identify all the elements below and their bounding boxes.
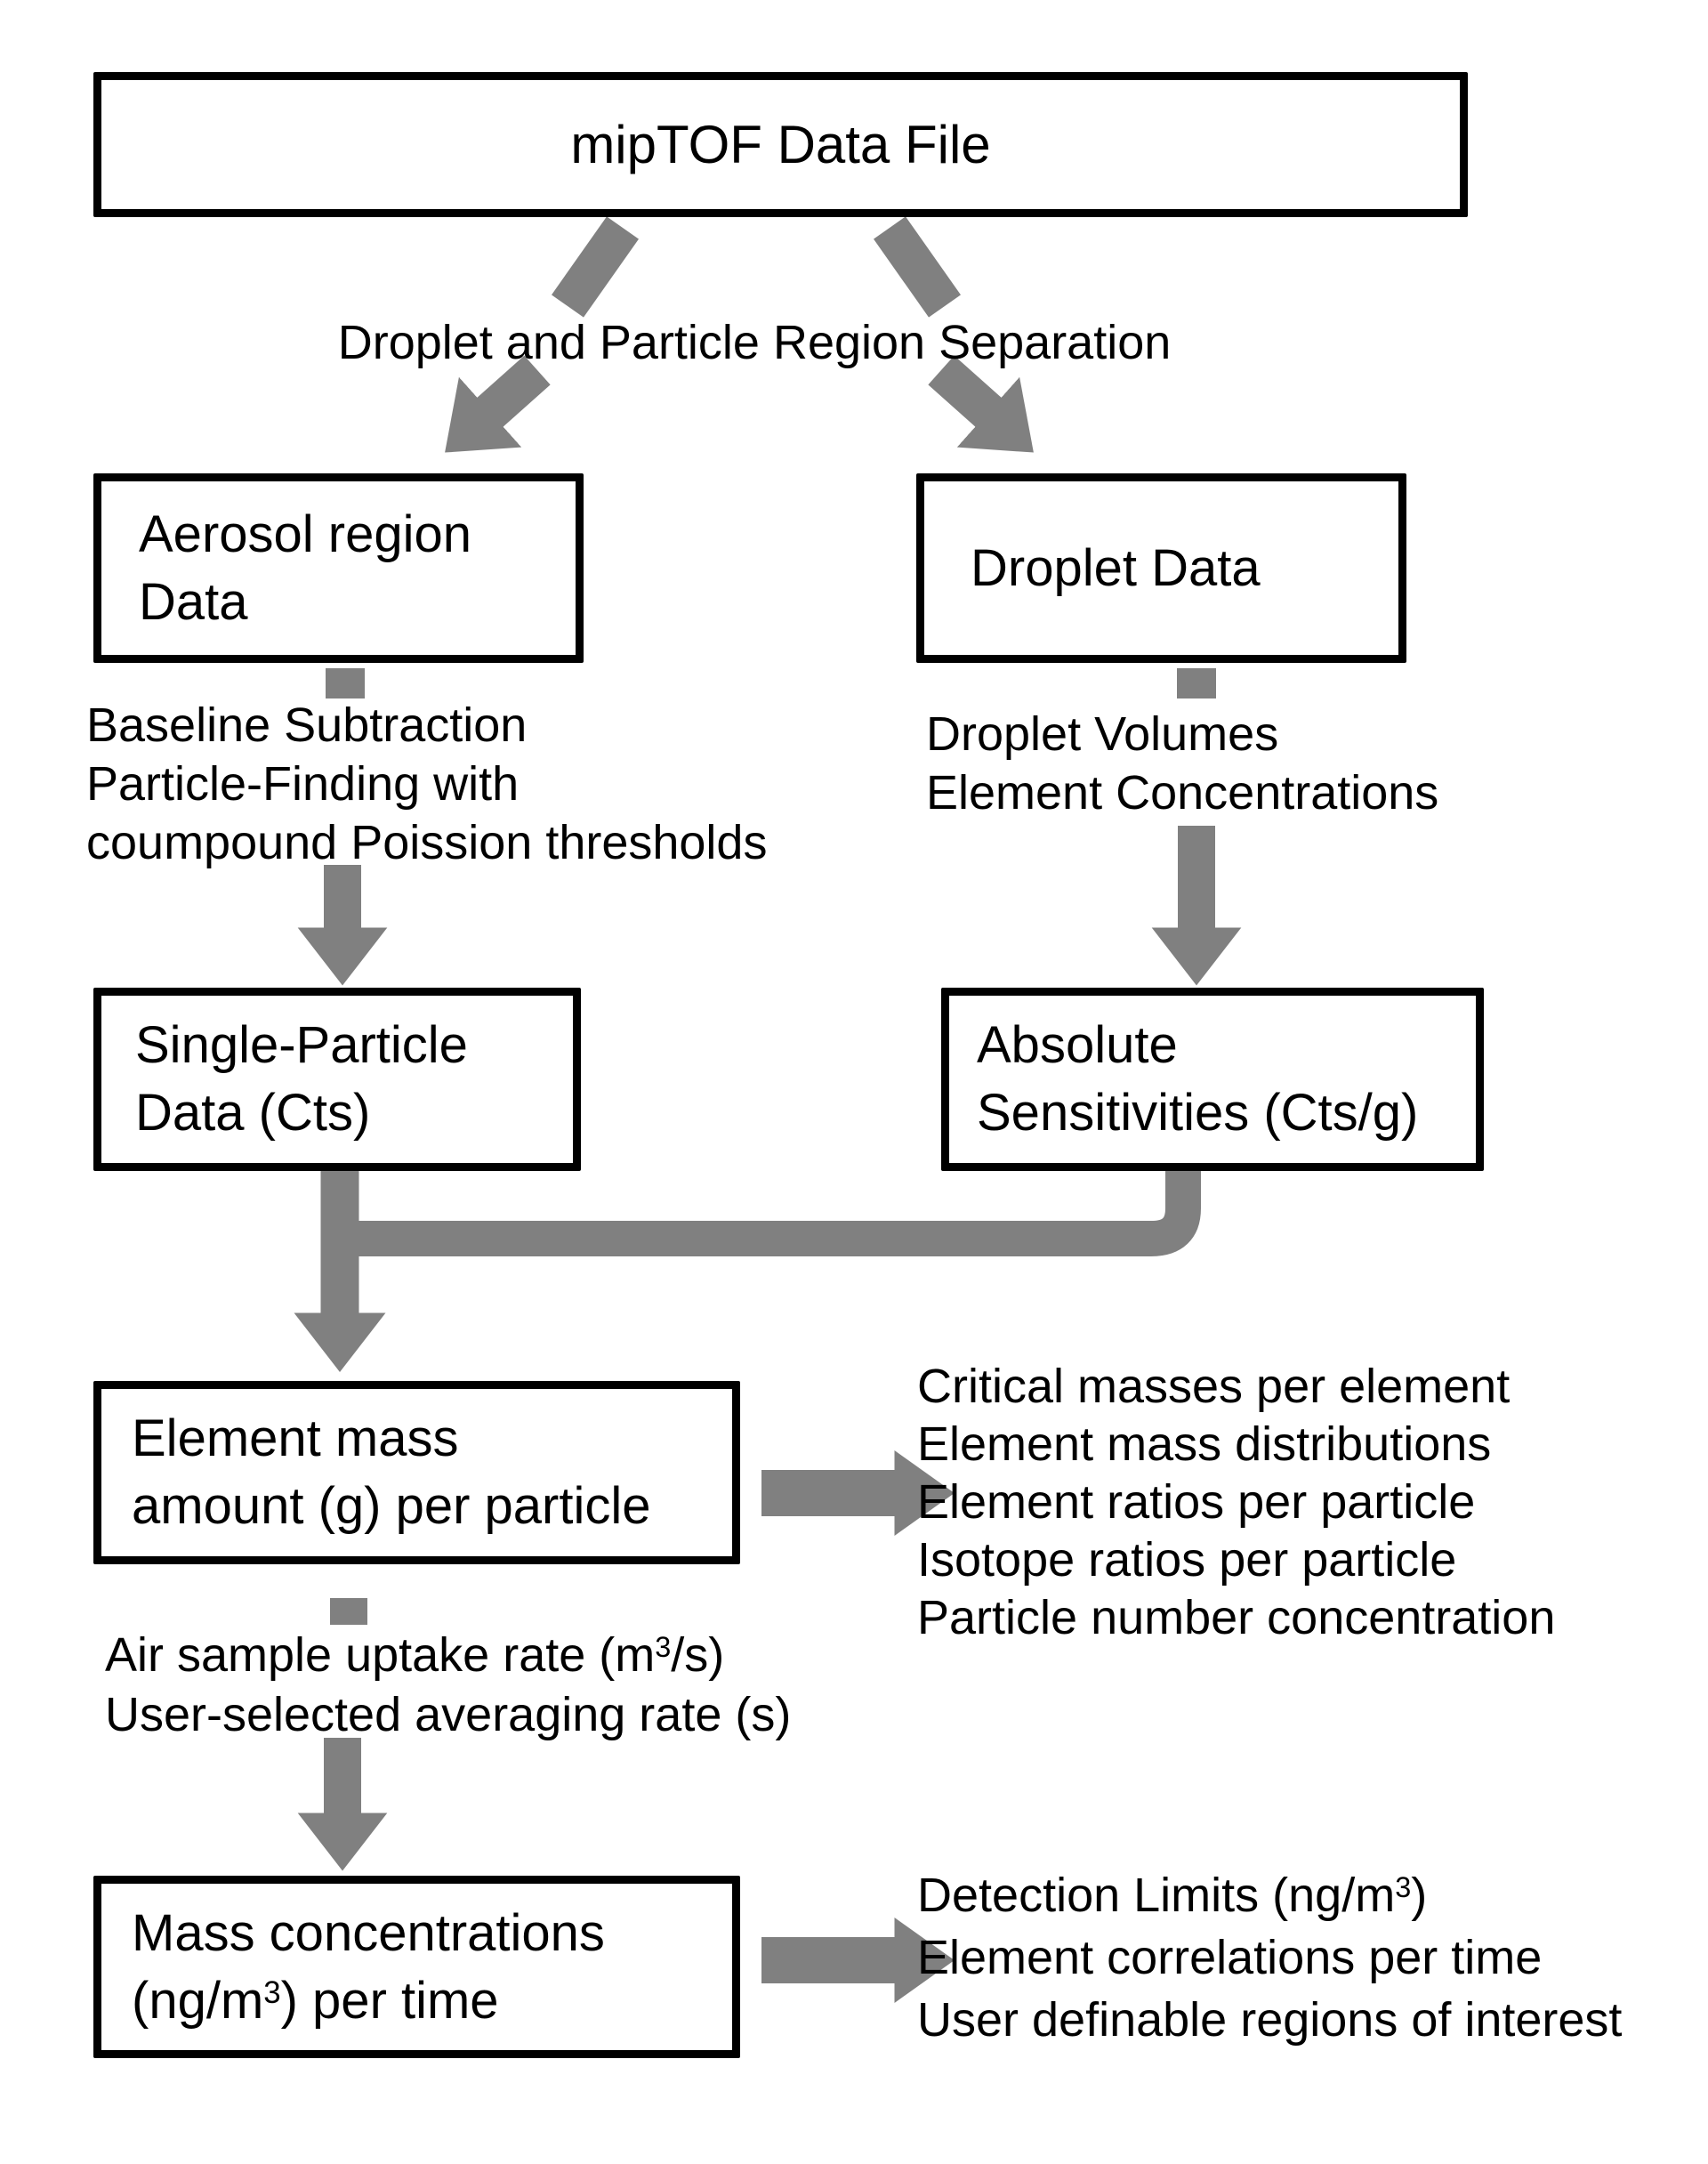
split-arrow-into-aerosol [445, 355, 551, 453]
air-sampling-note-line2: User-selected averaging rate (s) [105, 1688, 792, 1741]
air-sampling-note-line1-post: /s) [671, 1628, 725, 1682]
split-arrow-into-droplet [928, 355, 1034, 453]
single-particle-label-line2: Data (Cts) [135, 1084, 371, 1142]
element-outputs-list: Critical masses per element Element mass… [917, 1358, 1555, 1647]
absolute-sensitivities-label-line2: Sensitivities (Cts/g) [977, 1084, 1419, 1142]
droplet-process-note: Droplet Volumes Element Concentrations [926, 705, 1438, 822]
aerosol-region-label-line2: Data [139, 572, 248, 631]
droplet-data-box: Droplet Data [916, 473, 1406, 663]
separation-label: Droplet and Particle Region Separation [0, 313, 1509, 372]
mass-concentrations-box: Mass concentrations (ng/m3) per time [93, 1876, 740, 2058]
single-particle-label-line1: Single-Particle [135, 1016, 468, 1074]
aerosol-process-note-line3: coumpound Poission thresholds [86, 816, 768, 869]
aerosol-region-box: Aerosol region Data [93, 473, 584, 663]
element-mass-label-line2: amount (g) per particle [132, 1477, 651, 1535]
mass-outputs-item: Detection Limits (ng/m3) [917, 1864, 1622, 1926]
air-sampling-note-exponent: 3 [655, 1631, 672, 1664]
air-sampling-note: Air sample uptake rate (m3/s) User-selec… [105, 1626, 791, 1745]
mass-outputs-list: Detection Limits (ng/m3) Element correla… [917, 1864, 1622, 2051]
split-arrow-right-upper-segment [874, 216, 961, 318]
mass-concentrations-label-line1: Mass concentrations [132, 1903, 605, 1962]
aerosol-connector-stub [326, 668, 365, 698]
mass-concentrations-unit-pre: (ng/m [132, 1971, 264, 2030]
single-particle-box: Single-Particle Data (Cts) [93, 988, 581, 1171]
detection-limits-exponent: 3 [1395, 1871, 1412, 1904]
detection-limits-pre: Detection Limits (ng/m [917, 1869, 1396, 1922]
droplet-process-note-line1: Droplet Volumes [926, 707, 1279, 761]
element-mass-label-line1: Element mass [132, 1409, 459, 1467]
air-sampling-note-line1: Air sample uptake rate (m3/s) [105, 1626, 791, 1685]
mass-outputs-item: Element correlations per time [917, 1931, 1543, 1984]
source-box: mipTOF Data File [93, 72, 1468, 217]
mass-concentrations-unit-exponent: 3 [263, 1974, 281, 2010]
absolute-sensitivities-box: Absolute Sensitivities (Cts/g) [941, 988, 1484, 1171]
separation-label-text: Droplet and Particle Region Separation [337, 316, 1172, 369]
element-outputs-item: Isotope ratios per particle [917, 1533, 1457, 1587]
detection-limits-post: ) [1411, 1869, 1428, 1922]
mass-outputs-item: User definable regions of interest [917, 1993, 1623, 2047]
aerosol-process-note: Baseline Subtraction Particle-Finding wi… [86, 696, 767, 872]
element-connector-stub [330, 1598, 367, 1625]
aerosol-process-note-line2: Particle-Finding with [86, 757, 520, 811]
air-sampling-note-line1-pre: Air sample uptake rate (m [105, 1628, 656, 1682]
split-arrow-left-upper-segment [552, 216, 639, 318]
droplet-data-label: Droplet Data [971, 538, 1261, 597]
droplet-connector-stub [1177, 668, 1216, 698]
source-title: mipTOF Data File [570, 114, 991, 174]
aerosol-process-note-line1: Baseline Subtraction [86, 698, 528, 752]
merge-connector-elbow [338, 1171, 1201, 1256]
mass-concentrations-unit-post: ) per time [280, 1971, 499, 2030]
element-outputs-item: Element mass distributions [917, 1417, 1492, 1471]
aerosol-region-label-line1: Aerosol region [139, 505, 471, 563]
element-outputs-item: Particle number concentration [917, 1591, 1556, 1644]
element-outputs-item: Element ratios per particle [917, 1475, 1476, 1529]
mass-concentrations-label-line2: (ng/m3) per time [132, 1967, 732, 2035]
element-mass-box: Element mass amount (g) per particle [93, 1381, 740, 1564]
element-outputs-item: Critical masses per element [917, 1360, 1511, 1413]
droplet-process-note-line2: Element Concentrations [926, 766, 1439, 820]
absolute-sensitivities-label-line1: Absolute [977, 1016, 1178, 1074]
